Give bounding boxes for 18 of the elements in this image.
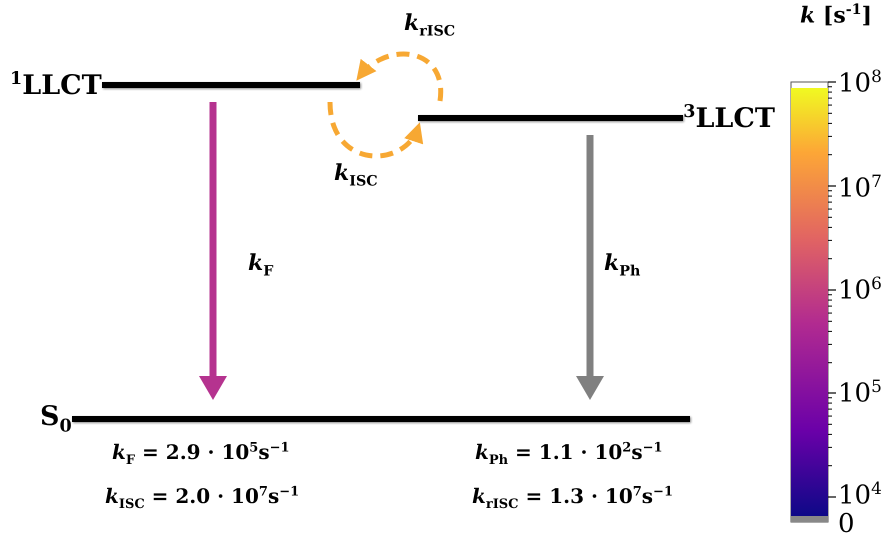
rate-equation: k$_{rISC}$ = 1.3 · 10$^{7}$s$^{−1}$ [472,484,673,513]
state-label: $^{3}$LLCT [683,104,775,132]
state-label: S$_{0}$ [40,402,72,436]
rate-equation: k$_{F}$ = 2.9 · 10$^{5}$s$^{−1}$ [112,440,290,469]
tick-label: 0 [838,509,855,535]
arrow [328,102,421,158]
arrow [576,135,604,400]
tick-label: 10$^{6}$ [838,273,882,307]
state-label: $^{1}$LLCT [10,71,102,99]
tick-label: 10$^{8}$ [838,66,882,100]
colorbar-title: k [s$^{-1}$] [800,2,872,29]
tick-label: 10$^{7}$ [838,171,882,205]
rate-equation: k$_{ISC}$ = 2.0 · 10$^{7}$s$^{−1}$ [105,484,300,513]
tick-label: 10$^{5}$ [838,376,882,410]
tick-label: 10$^{4}$ [838,478,882,512]
arrow [356,52,444,102]
arrow [199,102,227,400]
rate-equation: k$_{Ph}$ = 1.1 · 10$^{2}$s$^{−1}$ [475,440,663,469]
